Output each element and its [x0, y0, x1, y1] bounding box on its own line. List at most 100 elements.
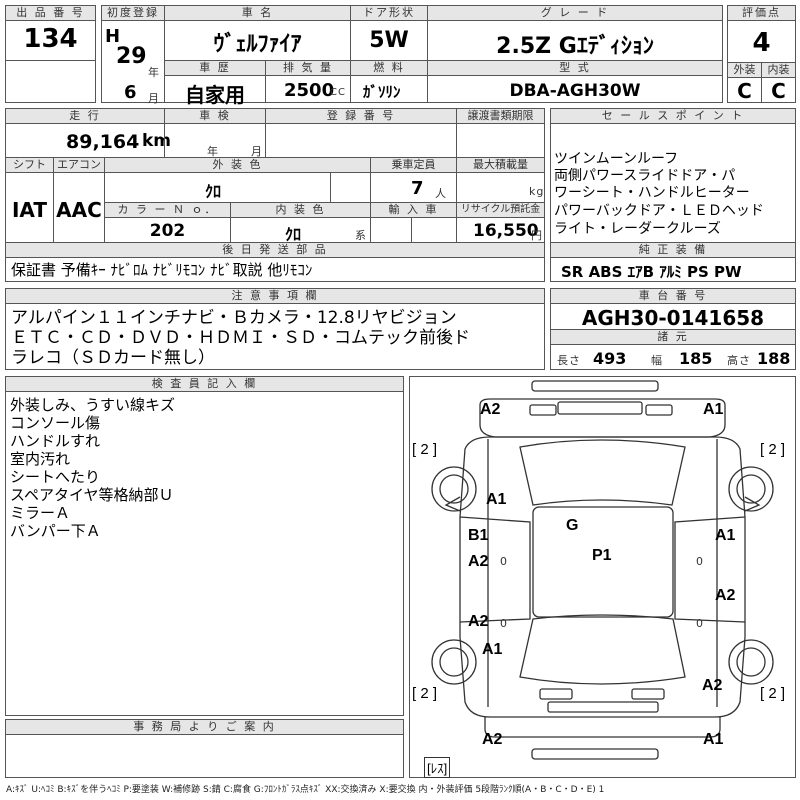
mark-roof-p: P1 — [592, 547, 612, 564]
exterior-grade-value: C — [737, 79, 752, 103]
sales-point-line-2: 両側パワースライドドア・パ — [554, 168, 736, 184]
mileage-unit: km — [142, 131, 172, 151]
chassis-value: AGH30-0141658 — [581, 306, 765, 330]
notes-line-1: アルパイン１１インチナビ・Ｂカメラ・12.8リヤビジョン — [11, 308, 457, 328]
sales-point-line-3: ワーシート・ハンドルヒーター — [554, 185, 750, 201]
dimensions-cell: 諸 元 長さ 493 幅 185 高さ 188 — [550, 329, 796, 370]
car-name-cell: 車 名 ｳﾞｪﾙﾌｧｲｱ — [164, 5, 351, 61]
displacement-unit: CC — [330, 87, 346, 98]
color-no-value: 202 — [149, 221, 186, 241]
lot-no-value: 134 — [23, 24, 78, 54]
recycle-label: リサイクル預託金 — [457, 203, 544, 218]
mark-left-front-door-a: A2 — [468, 553, 489, 570]
dimensions-label: 諸 元 — [551, 330, 795, 345]
notes-line-3: ラレコ（ＳＤカード無し） — [11, 348, 215, 368]
inspector-line-3: ハンドルすれ — [10, 432, 101, 450]
recycle-unit: 円 — [531, 229, 543, 242]
history-cell: 車 歴 自家用 — [164, 60, 266, 107]
legend-text: A:ｷｽﾞ U:ﾍｺﾐ B:ｷｽﾞを伴うﾍｺﾐ P:要塗装 W:補修跡 S:錆 … — [6, 785, 605, 795]
mark-hood: A1 — [486, 491, 507, 508]
model-cell: 型 式 DBA-AGH30W — [427, 60, 723, 103]
inspector-line-6: スペアタイヤ等格納部Ｕ — [10, 486, 174, 504]
notes-line-2: ＥＴＣ・ＣＤ・ＤＶＤ・ＨＤＭＩ・ＳＤ・コムテック前後ド — [11, 328, 470, 348]
mark-roof-g: G — [566, 517, 579, 534]
mark-rear-right: A1 — [703, 731, 724, 748]
lot-blank-cell — [5, 60, 96, 103]
mark-right-rear: A2 — [702, 677, 723, 694]
interior-grade-value: C — [771, 79, 786, 103]
tire-top-left: [ 2 ] — [412, 441, 438, 458]
sales-point-line-1: ツインムーンルーフ — [554, 151, 679, 167]
capacity-label: 乗車定員 — [371, 158, 456, 173]
mileage-label: 走 行 — [6, 109, 164, 124]
width-label: 幅 — [651, 354, 663, 367]
aircon-cell: エアコン AAC — [53, 157, 105, 243]
shift-label: シフト — [6, 158, 53, 173]
later-parts-cell: 後 日 発 送 部 品 保証書 予備ｷｰ ﾅﾋﾞﾛﾑ ﾅﾋﾞﾘﾓｺﾝ ﾅﾋﾞ取説… — [5, 242, 545, 282]
displacement-cell: 排 気 量 2500 CC — [265, 60, 351, 103]
exterior-label: 外装 — [728, 63, 761, 78]
fuel-value: ｶﾞｿﾘﾝ — [363, 83, 401, 101]
history-label: 車 歴 — [165, 61, 265, 76]
import-cell: 輸 入 車 — [370, 202, 457, 243]
mark-right-front-door: A1 — [715, 527, 736, 544]
model-value: DBA-AGH30W — [509, 81, 641, 101]
grade-label: グ レ ー ド — [428, 6, 722, 21]
ext-color-value: ｸﾛ — [205, 182, 222, 201]
aircon-label: エアコン — [54, 158, 104, 173]
small-mark-left-2: 0 — [500, 617, 508, 630]
int-color-label: 内 装 色 — [231, 203, 370, 218]
lot-no-label: 出 品 番 号 — [6, 6, 95, 21]
ext-color-divider — [330, 172, 331, 202]
inspector-line-5: シートへたり — [10, 468, 101, 486]
transfer-doc-cell: 譲渡書類期限 — [456, 108, 545, 158]
height-label: 高さ — [727, 354, 751, 367]
office-cell: 事 務 局 よ り ご 案 内 — [5, 719, 404, 778]
car-name-value: ｳﾞｪﾙﾌｧｲｱ — [213, 32, 302, 57]
model-label: 型 式 — [428, 61, 722, 76]
history-value: 自家用 — [185, 83, 245, 107]
score-label: 評価点 — [728, 6, 795, 21]
office-label: 事 務 局 よ り ご 案 内 — [6, 720, 403, 735]
length-value: 493 — [593, 349, 627, 368]
recycle-cell: リサイクル預託金 16,550 円 — [456, 202, 545, 243]
later-parts-label: 後 日 発 送 部 品 — [6, 243, 544, 258]
displacement-label: 排 気 量 — [266, 61, 350, 76]
color-no-cell: カ ラ ー Ｎ ｏ． 202 — [104, 202, 231, 243]
exterior-grade-cell: 外装 C — [727, 62, 762, 103]
month-unit: 月 — [148, 92, 160, 105]
insp-year-unit: 年 — [207, 145, 219, 158]
car-name-label: 車 名 — [165, 6, 350, 21]
fuel-label: 燃 料 — [351, 61, 427, 76]
sales-point-label: セ ー ル ス ポ イ ン ト — [551, 109, 795, 124]
first-reg-label: 初度登録 — [102, 6, 164, 21]
year-unit: 年 — [148, 66, 160, 79]
length-label: 長さ — [557, 354, 581, 367]
interior-label: 内装 — [762, 63, 795, 78]
genuine-value: SR ABS ｴｱB ｱﾙﾐ PS PW — [561, 263, 742, 281]
import-divider — [411, 217, 412, 242]
displacement-value: 2500 — [284, 80, 335, 101]
genuine-cell: 純 正 装 備 SR ABS ｴｱB ｱﾙﾐ PS PW — [550, 242, 796, 282]
inspector-cell: 検 査 員 記 入 欄 外装しみ、うすい線キズ コンソール傷 ハンドルすれ 室内… — [5, 376, 404, 716]
notes-cell: 注 意 事 項 欄 アルパイン１１インチナビ・Ｂカメラ・12.8リヤビジョン Ｅ… — [5, 288, 545, 370]
tire-top-right: [ 2 ] — [760, 441, 786, 458]
insp-month-unit: 月 — [251, 145, 263, 158]
mark-rear-left: A2 — [482, 731, 503, 748]
capacity-unit: 人 — [435, 187, 447, 200]
fuel-cell: 燃 料 ｶﾞｿﾘﾝ — [350, 60, 428, 103]
score-value: 4 — [752, 28, 771, 58]
shift-value: IAT — [11, 198, 47, 222]
notes-label: 注 意 事 項 欄 — [6, 289, 544, 304]
reg-no-label: 登 録 番 号 — [266, 109, 456, 124]
reg-no-cell: 登 録 番 号 — [265, 108, 457, 158]
sales-point-line-5: ライト・レーダークルーズ — [554, 221, 721, 237]
tire-bottom-left: [ 2 ] — [412, 685, 438, 702]
door-value: 5W — [369, 28, 409, 53]
small-mark-right-2: 0 — [696, 617, 704, 630]
mark-front-right: A1 — [703, 401, 724, 418]
inspector-line-1: 外装しみ、うすい線キズ — [10, 396, 176, 414]
capacity-cell: 乗車定員 7 人 — [370, 157, 457, 203]
inspector-label: 検 査 員 記 入 欄 — [6, 377, 403, 392]
mark-left-rear: A1 — [482, 641, 503, 658]
